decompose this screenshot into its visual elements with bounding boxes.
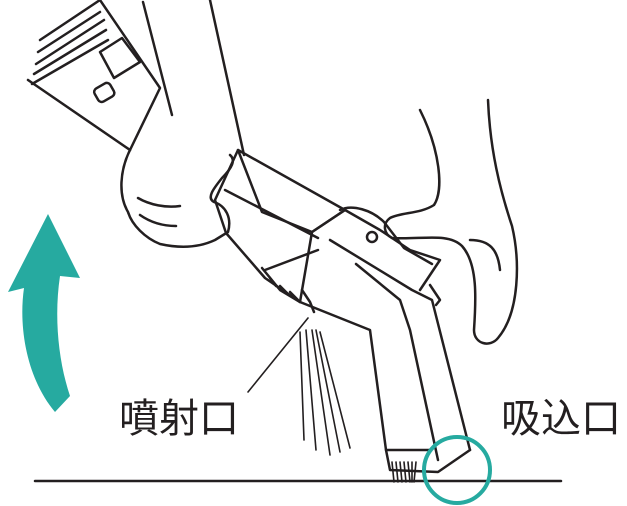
nozzle-leader-line bbox=[247, 317, 309, 393]
brush bbox=[391, 461, 417, 483]
curved-up-arrow-icon bbox=[8, 214, 80, 412]
right-hand bbox=[383, 98, 519, 345]
arm-line bbox=[141, 0, 246, 157]
upper-tube bbox=[26, 0, 162, 152]
intake-label: 吸込口 bbox=[501, 396, 621, 442]
nozzle-label: 噴射口 bbox=[119, 396, 239, 442]
nozzle-body bbox=[298, 238, 472, 474]
spray-lines bbox=[299, 329, 351, 456]
circle-highlight-icon bbox=[422, 435, 492, 505]
left-hand bbox=[120, 148, 234, 248]
motor-housing bbox=[213, 148, 442, 314]
